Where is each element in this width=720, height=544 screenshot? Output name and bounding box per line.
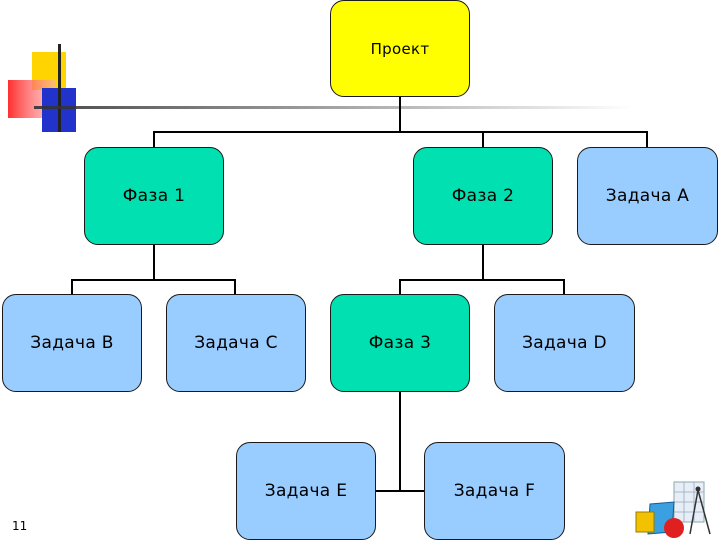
- connector-phase2-bar: [399, 279, 565, 281]
- phase3-node[interactable]: Фаза 3: [330, 294, 470, 392]
- root-label: Проект: [370, 39, 430, 58]
- connector-phase1-down: [153, 244, 155, 280]
- connector-to-task-c: [234, 279, 236, 295]
- math-tools-clipart: [630, 476, 720, 540]
- clipart-ball: [664, 518, 684, 538]
- phase2-label: Фаза 2: [451, 186, 515, 206]
- task-a-node[interactable]: Задача A: [577, 147, 718, 245]
- corner-squares-svg: [8, 44, 634, 132]
- phase1-node[interactable]: Фаза 1: [84, 147, 224, 245]
- task-b-label: Задача B: [30, 333, 114, 353]
- task-e-node[interactable]: Задача E: [236, 442, 376, 540]
- connector-to-phase1: [153, 131, 155, 148]
- deco-horizontal-line: [34, 106, 634, 109]
- task-a-label: Задача A: [605, 186, 690, 206]
- connector-to-task-d: [563, 279, 565, 295]
- task-d-node[interactable]: Задача D: [494, 294, 635, 392]
- slide-number: 11: [12, 519, 28, 533]
- task-d-label: Задача D: [522, 333, 607, 353]
- deco-vertical-line: [58, 44, 61, 132]
- task-c-label: Задача C: [194, 333, 278, 353]
- connector-phase3-down: [399, 392, 401, 492]
- math-tools-svg: [635, 481, 711, 538]
- connector-level1-bar: [153, 131, 648, 133]
- phase3-label: Фаза 3: [368, 333, 432, 353]
- clipart-cube: [635, 511, 655, 533]
- phase2-node[interactable]: Фаза 2: [413, 147, 553, 245]
- task-f-node[interactable]: Задача F: [424, 442, 565, 540]
- connector-phase2-down: [482, 244, 484, 280]
- clipart-compass: [689, 489, 699, 535]
- corner-squares-graphic: [0, 0, 720, 140]
- task-c-node[interactable]: Задача C: [166, 294, 306, 392]
- connector-to-task-e: [375, 490, 401, 492]
- connector-to-phase2: [482, 131, 484, 148]
- root-node[interactable]: Проект: [330, 0, 470, 97]
- task-f-label: Задача F: [453, 481, 536, 501]
- connector-to-task-b: [71, 279, 73, 295]
- connector-phase1-bar: [71, 279, 236, 281]
- task-b-node[interactable]: Задача B: [2, 294, 142, 392]
- connector-to-task-a: [646, 131, 648, 148]
- connector-to-phase3: [399, 279, 401, 295]
- phase1-label: Фаза 1: [122, 186, 186, 206]
- connector-root-down: [399, 96, 401, 132]
- connector-to-task-f: [399, 490, 426, 492]
- task-e-label: Задача E: [264, 481, 348, 501]
